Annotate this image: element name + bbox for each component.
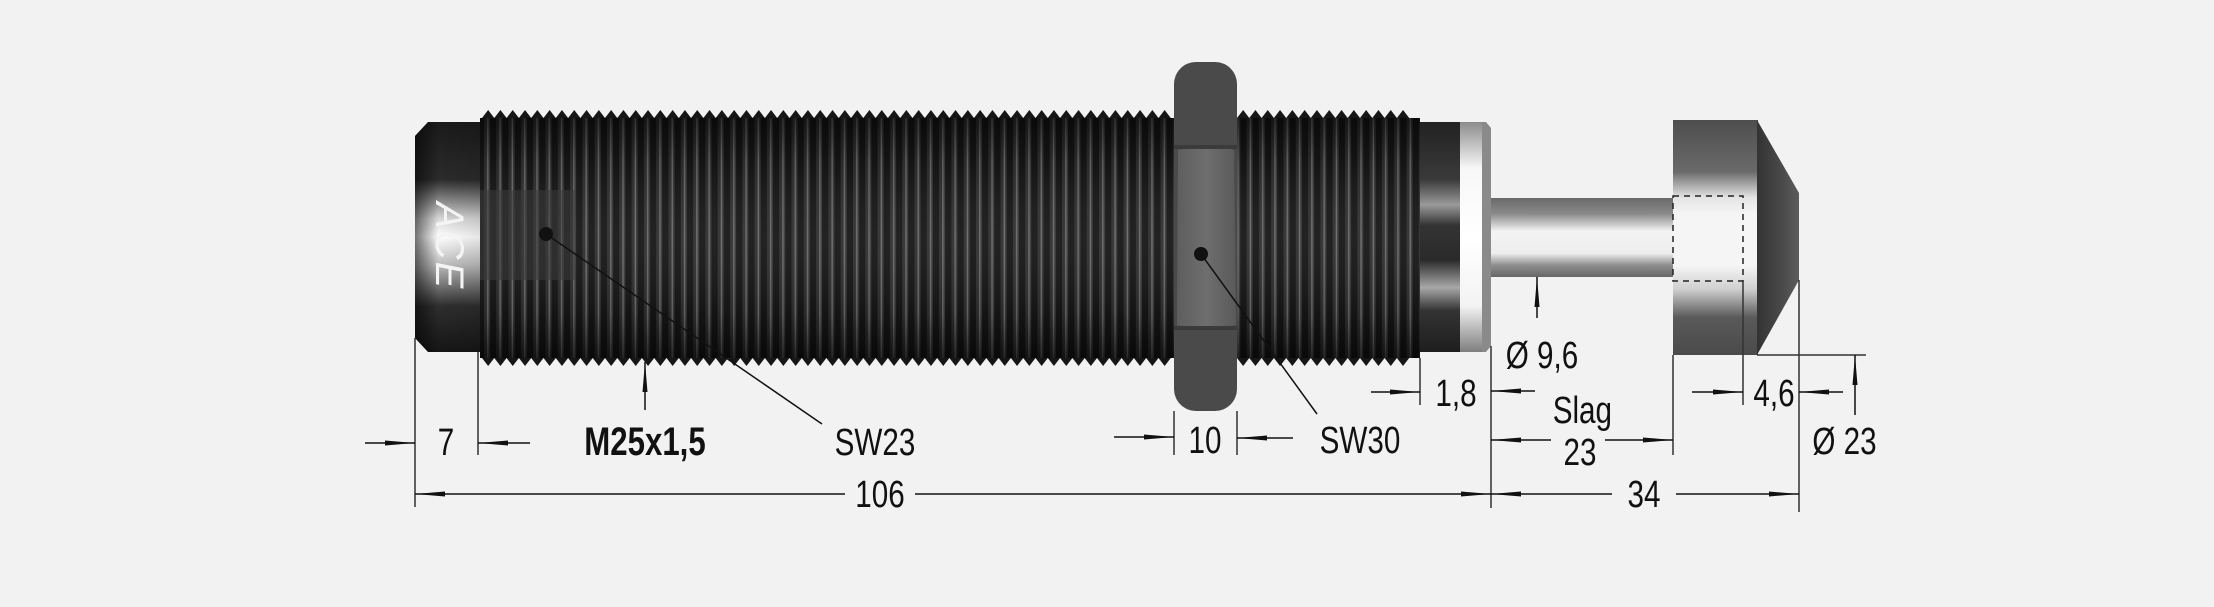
threaded-body xyxy=(480,110,1420,366)
dimension-lines xyxy=(365,277,1858,497)
dim-wrench-flat-body: SW23 xyxy=(834,422,916,464)
dim-collar-length: 1,8 xyxy=(1435,373,1477,415)
brand-logo: ACE xyxy=(427,201,471,291)
dim-button-length: 4,6 xyxy=(1753,373,1795,415)
dim-extended-length: 34 xyxy=(1627,474,1661,516)
dim-body-length: 106 xyxy=(855,474,905,516)
dim-cap-length: 7 xyxy=(437,422,455,464)
leader-dot-sw23 xyxy=(539,227,553,241)
dim-nut-width: 10 xyxy=(1188,420,1222,462)
leader-lines xyxy=(545,233,1318,425)
piston-rod xyxy=(1491,198,1674,277)
extension-lines xyxy=(414,280,1866,512)
leader-dot-sw30 xyxy=(1194,247,1208,261)
dim-thread: M25x1,5 xyxy=(584,420,706,464)
end-cap xyxy=(415,122,482,352)
dim-rod-diameter: Ø 9,6 xyxy=(1505,335,1579,377)
dim-stroke-value: 23 xyxy=(1563,432,1597,474)
dim-wrench-flat-nut: SW30 xyxy=(1319,420,1401,462)
dim-button-diameter: Ø 23 xyxy=(1812,421,1877,463)
stop-button xyxy=(1672,120,1799,355)
dim-stroke-label: Slag xyxy=(1552,390,1613,432)
lock-nut xyxy=(1174,62,1237,411)
front-collar xyxy=(1420,122,1491,352)
